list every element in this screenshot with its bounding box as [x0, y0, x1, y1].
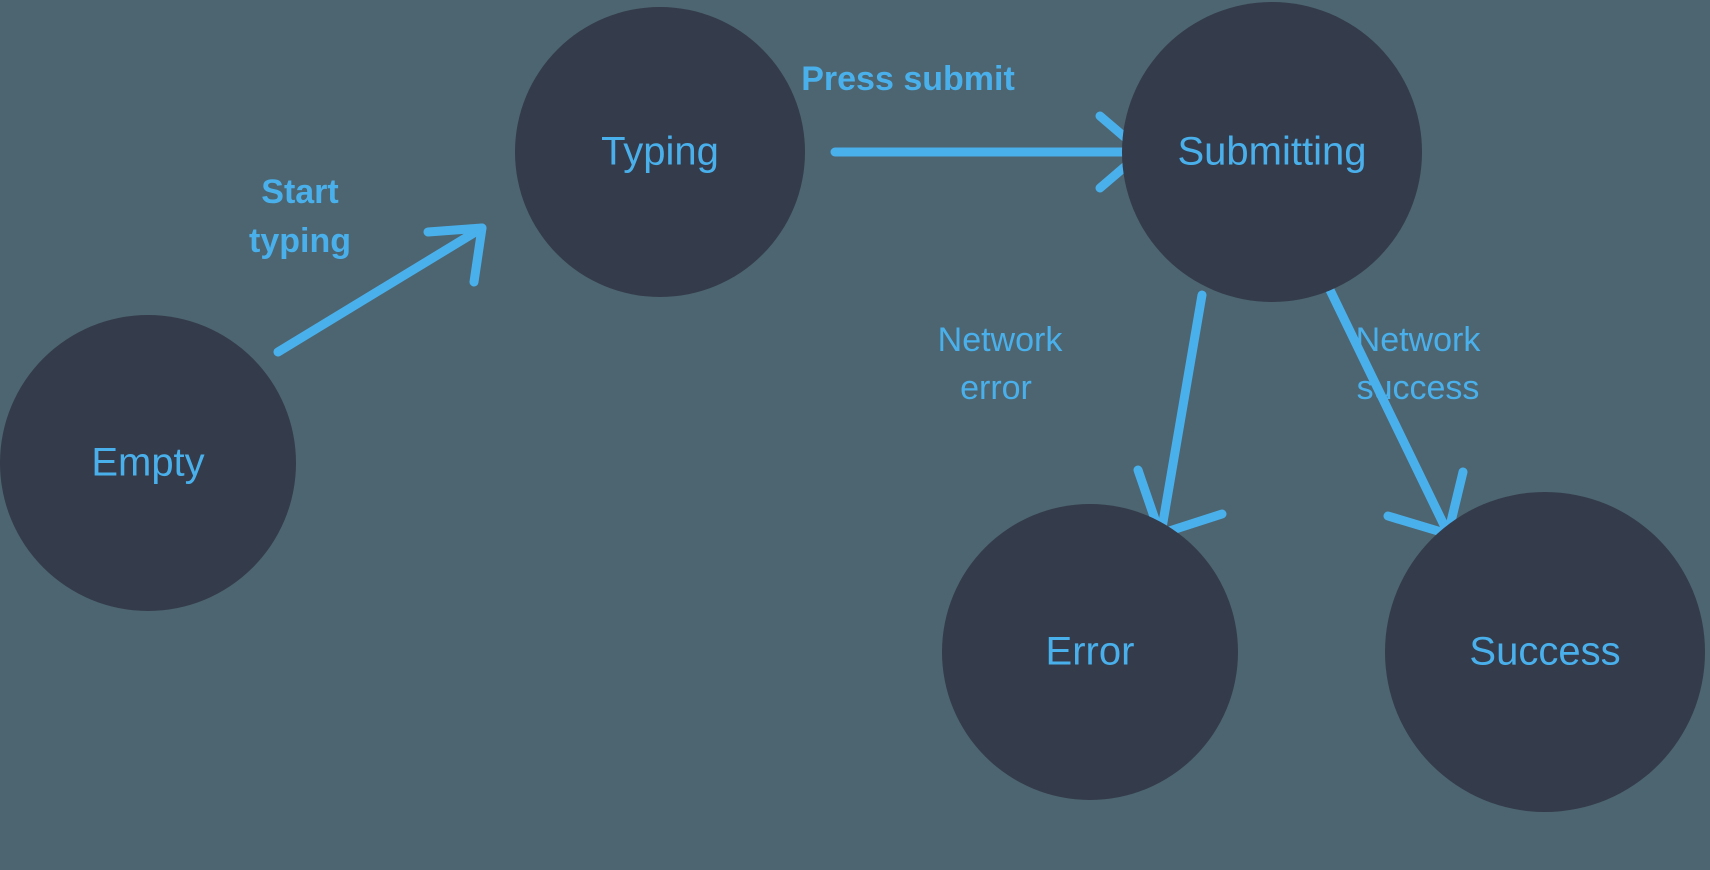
- edge-label-start-typing: Start typing: [249, 173, 351, 260]
- node-success[interactable]: Success: [1385, 492, 1705, 812]
- edge-empty-to-typing-arrowhead: [423, 223, 487, 287]
- node-error-circle: [942, 504, 1238, 800]
- edge-label-network-error: Network error: [938, 321, 1064, 407]
- edge-label-start-typing-line2: typing: [249, 222, 351, 260]
- node-typing[interactable]: Typing: [515, 7, 805, 297]
- edge-label-network-success: Network success: [1356, 321, 1482, 407]
- edge-label-network-error-line1: Network: [938, 321, 1064, 359]
- edge-submitting-to-error[interactable]: [1133, 290, 1227, 539]
- edge-empty-to-typing[interactable]: [273, 223, 487, 357]
- node-empty-circle: [0, 315, 296, 611]
- node-submitting-circle: [1122, 2, 1422, 302]
- edge-typing-to-submitting[interactable]: [830, 111, 1147, 193]
- edge-label-press-submit: Press submit: [801, 60, 1015, 98]
- edge-label-network-success-line2: success: [1357, 369, 1480, 407]
- edge-label-press-submit-line1: Press submit: [801, 60, 1015, 98]
- node-empty[interactable]: Empty: [0, 315, 296, 611]
- edge-empty-to-typing-line: [273, 223, 487, 357]
- edge-label-network-error-line2: error: [960, 369, 1032, 407]
- node-submitting-label: Submitting: [1178, 130, 1367, 174]
- node-typing-circle: [515, 7, 805, 297]
- node-submitting[interactable]: Submitting: [1122, 2, 1422, 302]
- node-typing-label: Typing: [601, 130, 719, 174]
- node-success-label: Success: [1469, 630, 1620, 674]
- node-error[interactable]: Error: [942, 504, 1238, 800]
- node-empty-label: Empty: [91, 441, 204, 485]
- node-error-label: Error: [1046, 630, 1135, 674]
- node-success-circle: [1385, 492, 1705, 812]
- edge-submitting-to-error-line: [1157, 290, 1207, 533]
- edge-label-start-typing-line1: Start: [261, 173, 338, 211]
- edge-label-network-success-line1: Network: [1356, 321, 1482, 359]
- edge-submitting-to-success-line: [1325, 285, 1449, 530]
